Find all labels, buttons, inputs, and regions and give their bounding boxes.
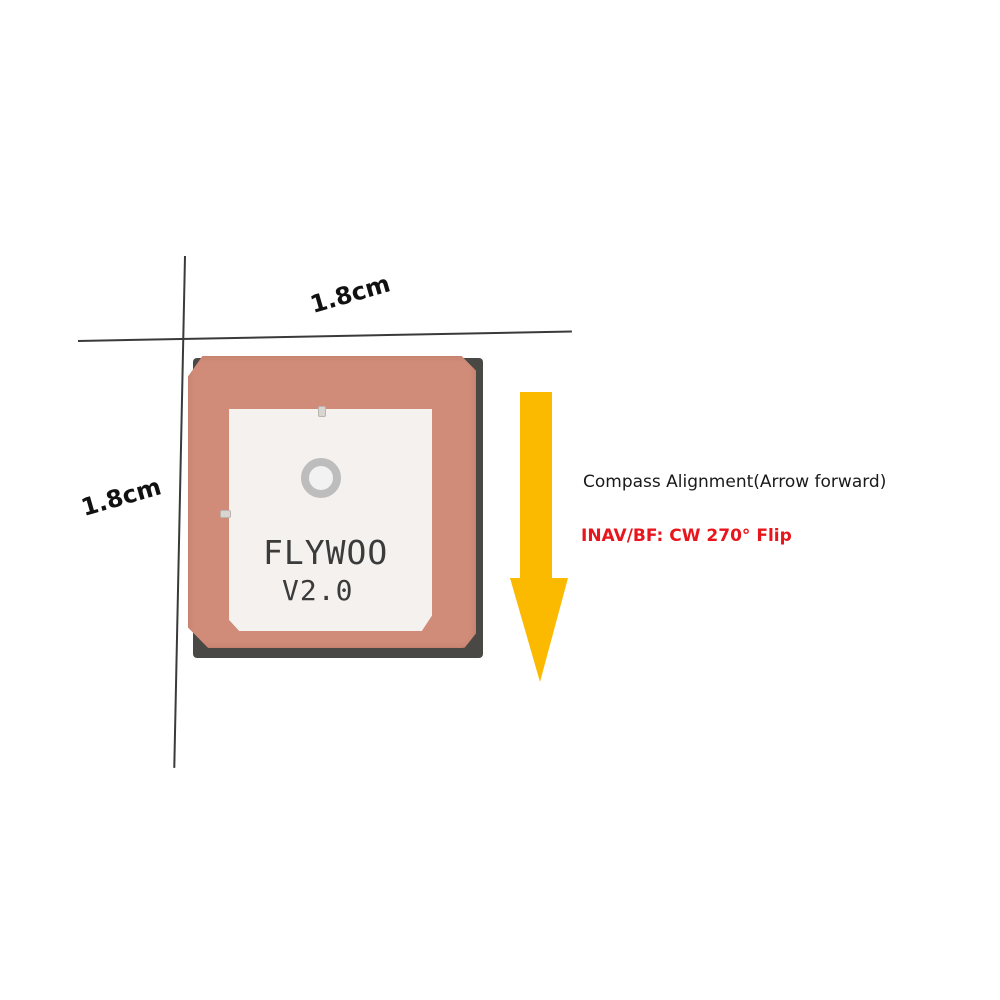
side-pin [220, 510, 231, 518]
width-dimension-label: 1.8cm [307, 269, 394, 319]
horizontal-dimension-line [77, 330, 572, 342]
compass-alignment-text: Compass Alignment(Arrow forward) [583, 472, 887, 492]
version-label: V2.0 [282, 574, 354, 607]
arrow-down-icon [510, 392, 568, 682]
feed-point-icon [301, 458, 341, 498]
height-dimension-label: 1.8cm [78, 472, 165, 522]
flip-setting-text: INAV/BF: CW 270° Flip [581, 526, 792, 546]
brand-label: FLYWOO [263, 533, 389, 572]
vertical-dimension-line [173, 255, 186, 768]
top-pin [318, 406, 326, 417]
antenna-patch [229, 409, 432, 631]
